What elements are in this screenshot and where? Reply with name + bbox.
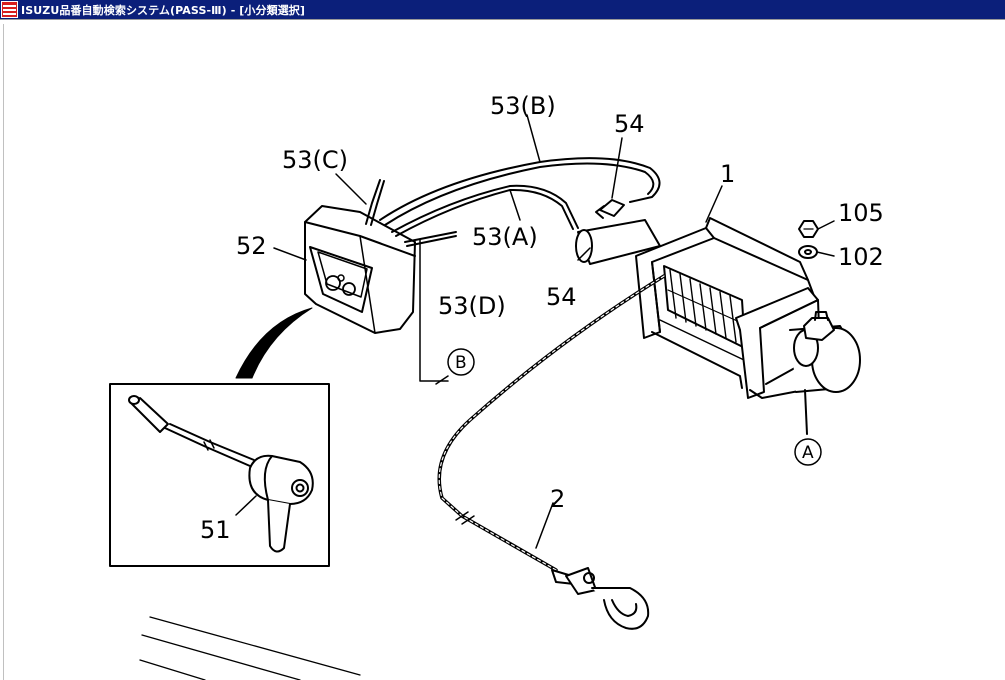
detail-arrow (235, 307, 313, 379)
window-titlebar[interactable]: ISUZU品番自動検索システム(PASS-Ⅲ) - [小分類選択] (0, 0, 1005, 19)
label-1: 1 (720, 160, 735, 188)
washer-102 (798, 245, 835, 259)
label-53b: 53(B) (490, 92, 556, 120)
label-102: 102 (838, 243, 884, 271)
label-53a: 53(A) (472, 223, 538, 251)
nut-105 (798, 220, 835, 238)
app-logo-icon[interactable] (1, 1, 18, 18)
label-52: 52 (236, 232, 267, 260)
callout-labels: 53(B) 54 53(C) 1 105 53(A) 52 102 54 53(… (200, 92, 884, 544)
connector-a (794, 438, 822, 466)
harness-53c (365, 179, 385, 226)
label-54-bottom: 54 (546, 283, 577, 311)
winch-assembly (575, 217, 861, 435)
label-53c: 53(C) (282, 146, 348, 174)
viewport-border (3, 24, 4, 680)
harness-53a (391, 184, 579, 237)
plug-54-top (595, 199, 625, 219)
label-54-top: 54 (614, 110, 645, 138)
label-connector-b: B (455, 353, 467, 373)
leader-lines (273, 114, 723, 549)
connector-b (435, 348, 475, 385)
label-53d: 53(D) (438, 292, 506, 320)
remote-control-box (304, 205, 416, 334)
label-51: 51 (200, 516, 231, 544)
window-title: ISUZU品番自動検索システム(PASS-Ⅲ) - [小分類選択] (21, 3, 306, 17)
inset-detail-box (109, 383, 330, 567)
harness-53d (404, 231, 457, 382)
label-2: 2 (550, 485, 565, 513)
wire-rope (437, 274, 666, 572)
label-connector-a: A (802, 443, 814, 463)
label-105: 105 (838, 199, 884, 227)
background-lines (139, 616, 361, 680)
harness-53b (379, 157, 661, 226)
hook (551, 567, 650, 630)
